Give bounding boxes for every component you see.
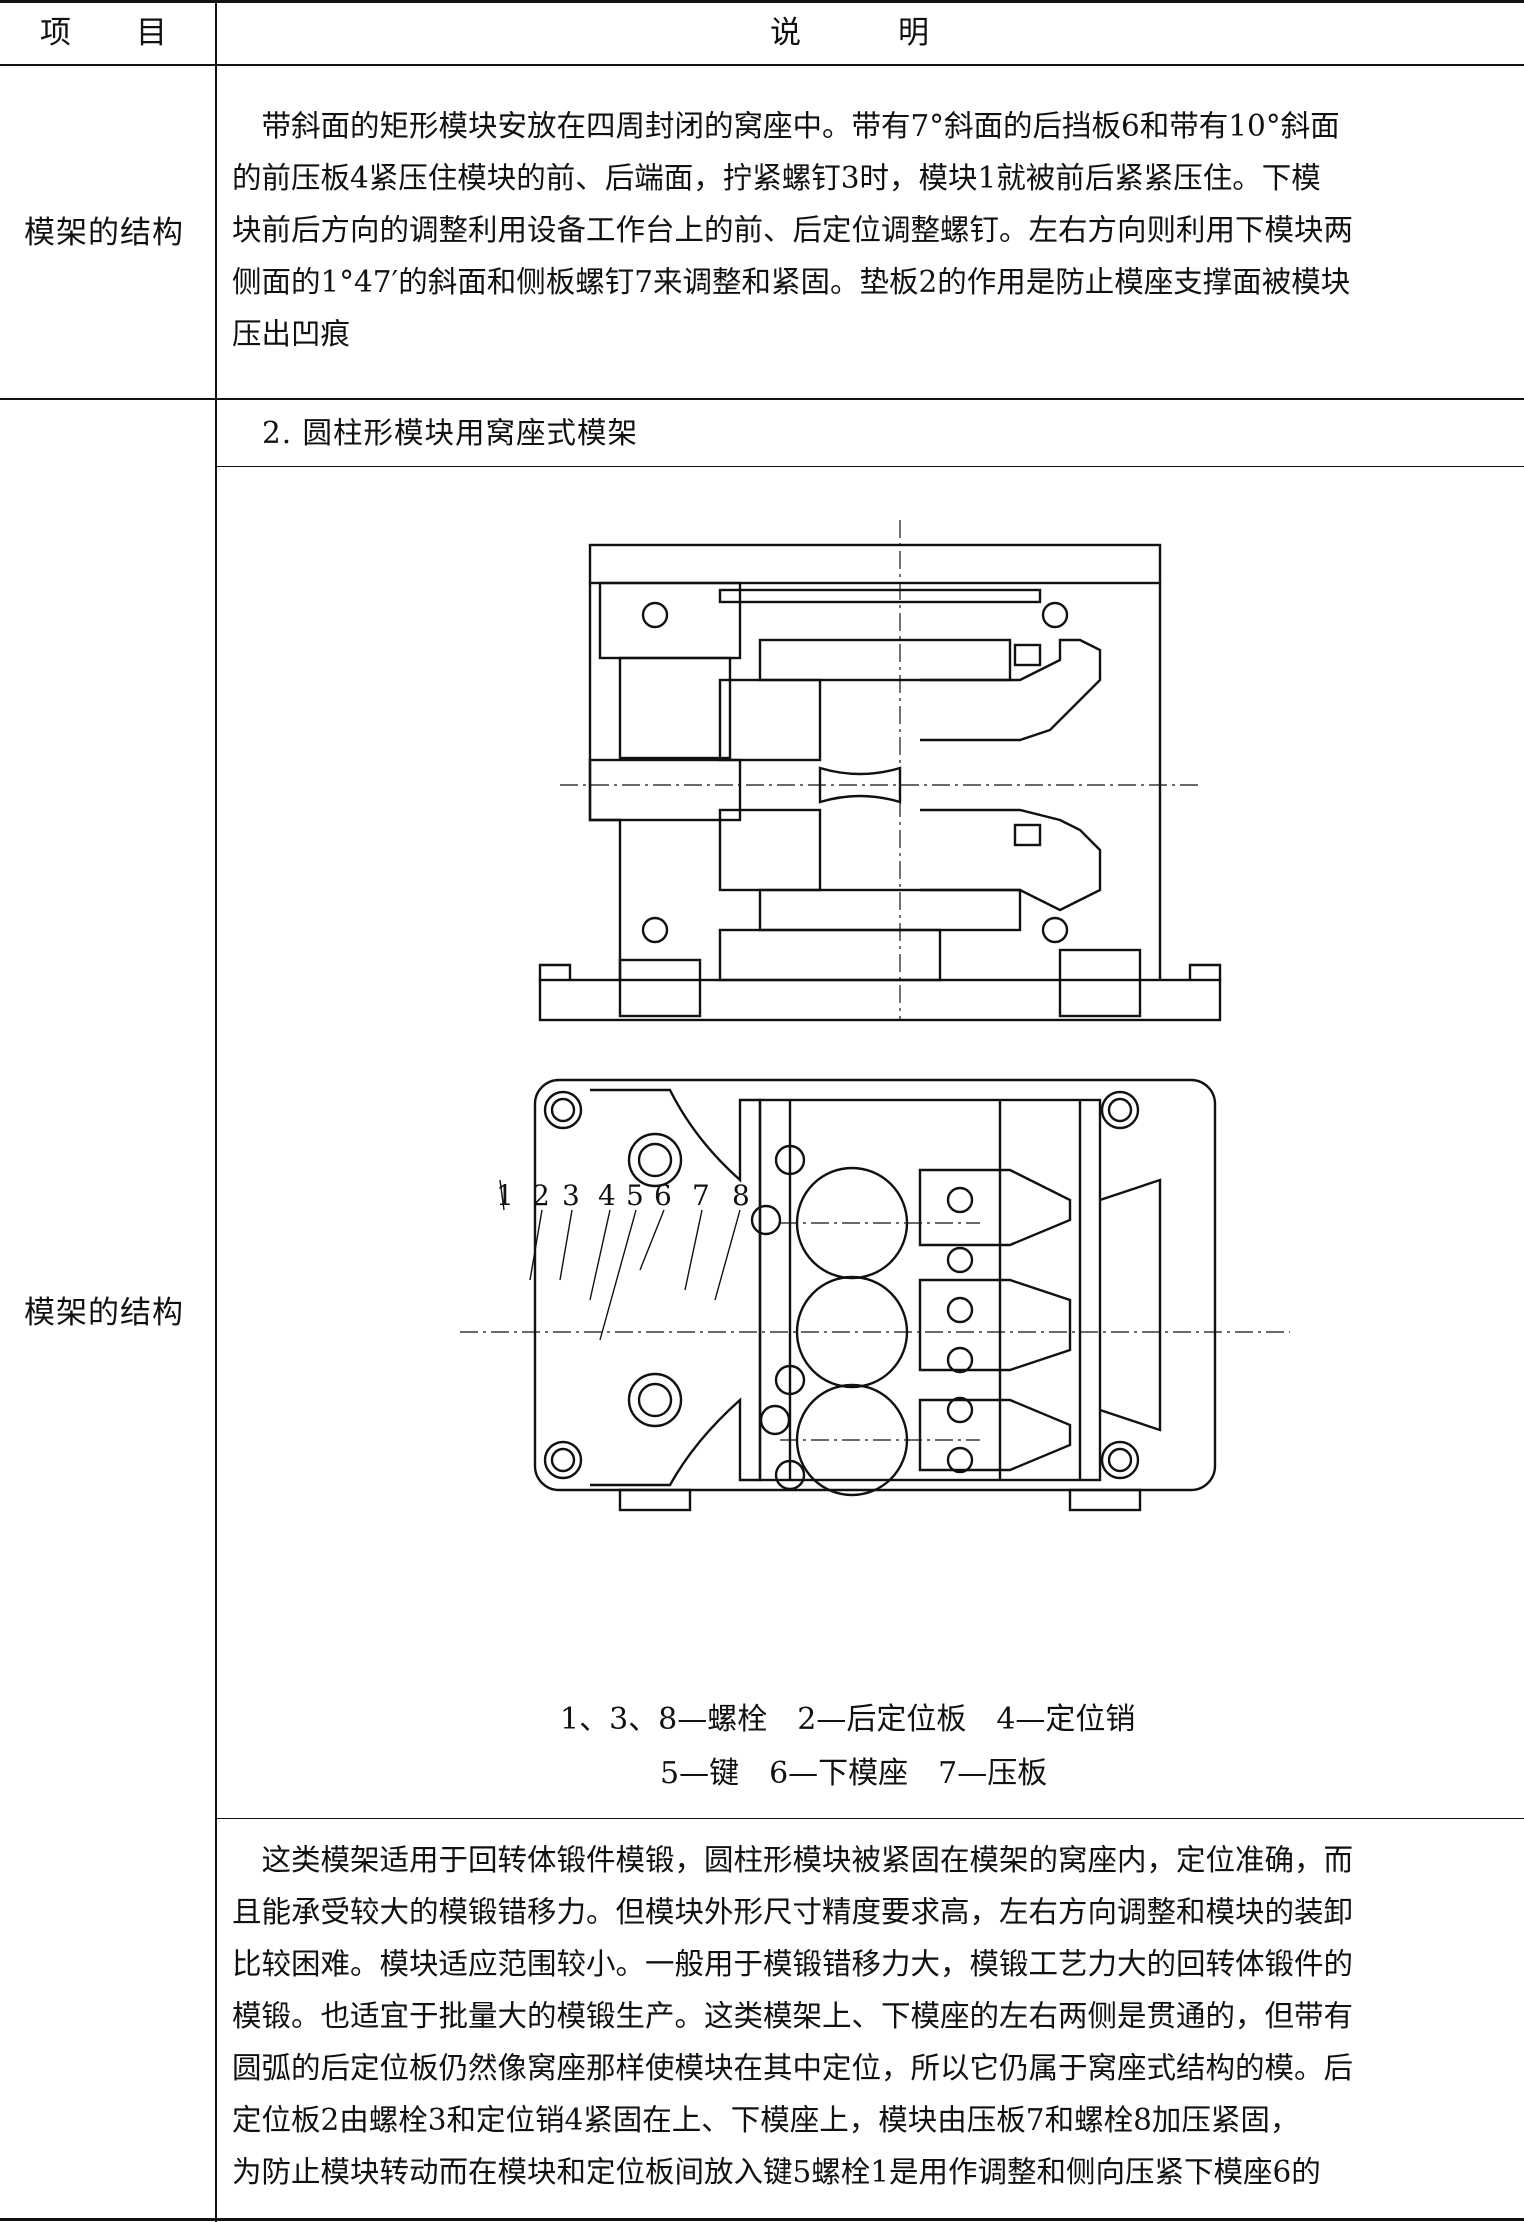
plan-bolt-holes <box>543 1090 1140 1491</box>
row1-line-1: 带斜面的矩形模块安放在四周封闭的窝座中。带有7°斜面的后挡板6和带有10°斜面 <box>232 109 1340 143</box>
header-col-desc: 说 明 <box>770 15 930 51</box>
header-bottom-rule <box>0 64 1524 66</box>
row2-line-3: 比较困难。模块适应范围较小。一般用于模锻错移力大，模锻工艺力大的回转体锻件的 <box>232 1947 1354 1981</box>
figure-caption-line-2: 5—键 6—下模座 7—压板 <box>660 1756 1048 1791</box>
callout-2: 2 <box>532 1179 550 1212</box>
row2-line-6: 定位板2由螺栓3和定位销4紧固在上、下模座上，模块由压板7和螺栓8加压紧固， <box>232 2103 1300 2137</box>
figure-caption-line-1: 1、3、8—螺栓 2—后定位板 4—定位销 <box>560 1702 1136 1737</box>
row2-line-4: 模锻。也适宜于批量大的模锻生产。这类模架上、下模座的左右两侧是贯通的，但带有 <box>232 1999 1354 2033</box>
subtitle-bottom-rule <box>216 466 1524 467</box>
callout-3: 3 <box>562 1179 580 1212</box>
table-top-rule <box>0 0 1524 3</box>
callout-1: 1 <box>496 1179 514 1212</box>
row1-line-2: 的前压板4紧压住模块的前、后端面，拧紧螺钉3时，模块1就被前后紧紧压住。下模 <box>232 161 1321 195</box>
callout-7: 7 <box>692 1179 710 1212</box>
callout-4: 4 <box>598 1179 616 1212</box>
row1-label: 模架的结构 <box>24 215 184 251</box>
row2-line-5: 圆弧的后定位板仍然像窝座那样使模块在其中定位，所以它仍属于窝座式结构的模。后 <box>232 2051 1354 2085</box>
elevation-view <box>538 543 1222 1022</box>
row1-line-5: 压出凹痕 <box>232 317 351 351</box>
row2-subtitle: 2. 圆柱形模块用窝座式模架 <box>262 416 639 450</box>
figure-bottom-rule <box>216 1818 1524 1819</box>
table-bottom-rule <box>0 2218 1524 2221</box>
callout-8: 8 <box>732 1179 750 1212</box>
row1-bottom-rule <box>0 398 1524 400</box>
callout-5: 5 <box>626 1179 644 1212</box>
row1-line-4: 侧面的1°47′的斜面和侧板螺钉7来调整和紧固。垫板2的作用是防止模座支撑面被模… <box>232 265 1351 299</box>
column-divider <box>215 0 217 2222</box>
callout-6: 6 <box>654 1179 672 1212</box>
row2-line-1: 这类模架适用于回转体锻件模锻，圆柱形模块被紧固在模架的窝座内，定位准确，而 <box>232 1843 1354 1877</box>
row2-line-7: 为防止模块转动而在模块和定位板间放入键5螺栓1是用作调整和侧向压紧下模座6的 <box>232 2155 1321 2189</box>
row1-line-3: 块前后方向的调整利用设备工作台上的前、后定位调整螺钉。左右方向则利用下模块两 <box>232 213 1354 247</box>
elevation-bolt-holes <box>641 601 1069 944</box>
row2-description: 这类模架适用于回转体锻件模锻，圆柱形模块被紧固在模架的窝座内，定位准确，而 且能… <box>232 1834 1507 2198</box>
row2-label: 模架的结构 <box>24 1295 184 1331</box>
row2-line-2: 且能承受较大的模锻错移力。但模块外形尺寸精度要求高，左右方向调整和模块的装卸 <box>232 1895 1354 1929</box>
plan-view <box>533 1078 1217 1512</box>
row1-description: 带斜面的矩形模块安放在四周封闭的窝座中。带有7°斜面的后挡板6和带有10°斜面 … <box>232 100 1507 360</box>
die-holder-drawing: 1 2 3 4 5 6 7 8 <box>460 520 1290 1512</box>
header-col-item: 项 目 <box>40 15 168 51</box>
